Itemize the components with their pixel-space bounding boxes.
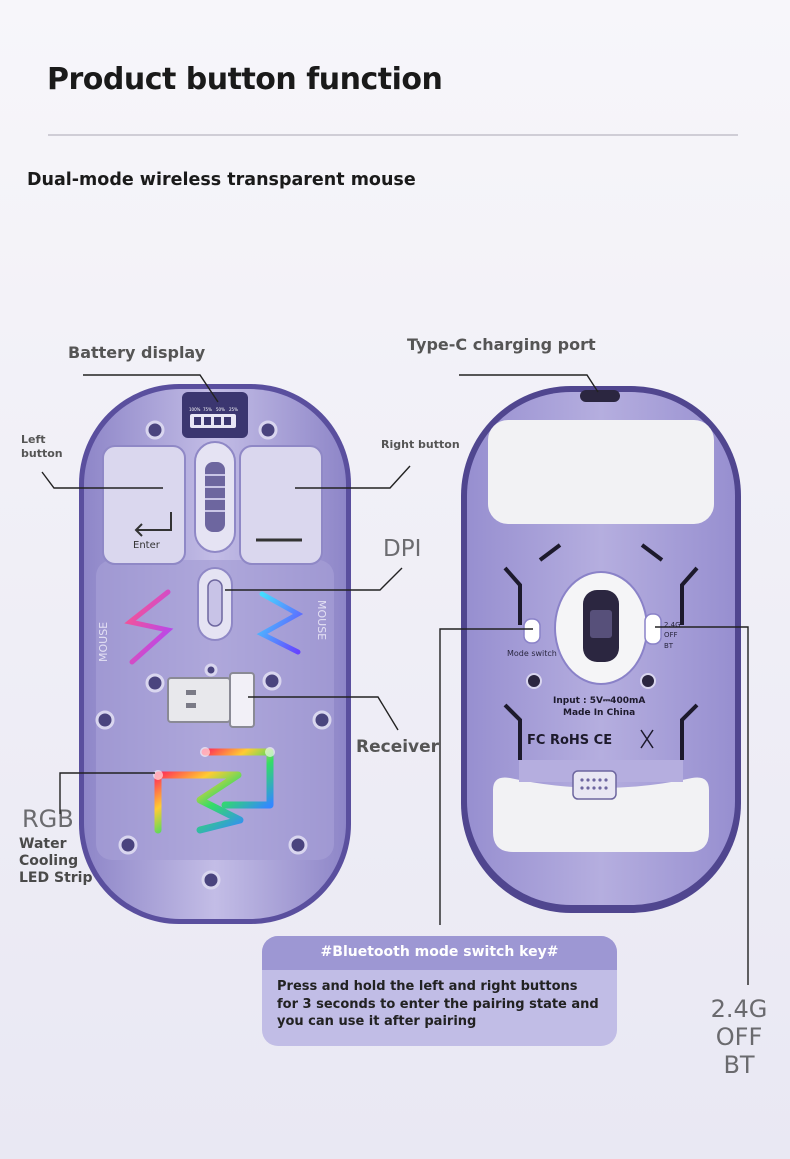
switch-position-labels: 2.4G OFF BT: [664, 621, 681, 650]
made-in-label: Made In China: [563, 708, 635, 718]
svg-text:MOUSE: MOUSE: [315, 600, 328, 640]
divider: [48, 134, 738, 136]
enter-key-label: Enter: [133, 540, 161, 551]
svg-text:BT: BT: [664, 642, 674, 650]
svg-text:50%: 50%: [216, 407, 225, 412]
info-card-body: Press and hold the left and right button…: [277, 979, 599, 1029]
usb-receiver: [167, 677, 231, 723]
rgb-label: RGB: [22, 805, 74, 833]
mouse-bottom-view: Mode switch 2.4G OFF BT Input : 5V⎓400mA…: [461, 386, 741, 913]
svg-text:100%: 100%: [189, 407, 201, 412]
speaker-grille: [572, 770, 617, 800]
svg-text:25%: 25%: [229, 407, 238, 412]
receiver-label: Receiver: [356, 737, 440, 757]
type-c-port: [580, 390, 620, 402]
info-card-heading: #Bluetooth mode switch key#: [262, 936, 617, 970]
bottom-glide-pad: [493, 777, 709, 852]
callout-lines: [41, 374, 749, 985]
switch-positions-legend: 2.4G OFF BT: [710, 995, 768, 1079]
left-click-button: [102, 445, 186, 565]
certification-marks: FC RoHS CE: [527, 733, 612, 748]
power-switch: [644, 613, 662, 645]
mode-switch-key: [523, 618, 541, 644]
top-glide-pad: [488, 420, 714, 524]
rgb-water-cooling-strip: [154, 748, 274, 834]
rgb-description: Water Cooling LED Strip: [19, 836, 93, 886]
battery-levels: 100% 75% 50% 25%: [189, 407, 238, 412]
mouse-top-view: 100% 75% 50% 25% Enter MOUSE: [79, 384, 351, 924]
right-click-button: [239, 445, 323, 565]
svg-text:OFF: OFF: [664, 631, 678, 639]
battery-display-label: Battery display: [68, 343, 206, 362]
rgb-upper-strips: [124, 589, 304, 665]
input-rating: Input : 5V⎓400mA: [553, 696, 645, 706]
right-button-label: Right button: [381, 438, 460, 451]
svg-text:2.4G: 2.4G: [664, 621, 681, 629]
left-button-label: Left button: [21, 433, 63, 460]
type-c-port-label: Type-C charging port: [407, 335, 596, 354]
svg-text:75%: 75%: [203, 407, 212, 412]
dpi-label: DPI: [383, 536, 422, 562]
page-subtitle: Dual-mode wireless transparent mouse: [27, 170, 416, 190]
mode-switch-label: Mode switch: [507, 649, 557, 658]
page-title: Product button function: [47, 62, 443, 97]
svg-text:MOUSE: MOUSE: [97, 622, 110, 662]
bluetooth-info-card: #Bluetooth mode switch key# Press and ho…: [262, 936, 617, 1046]
